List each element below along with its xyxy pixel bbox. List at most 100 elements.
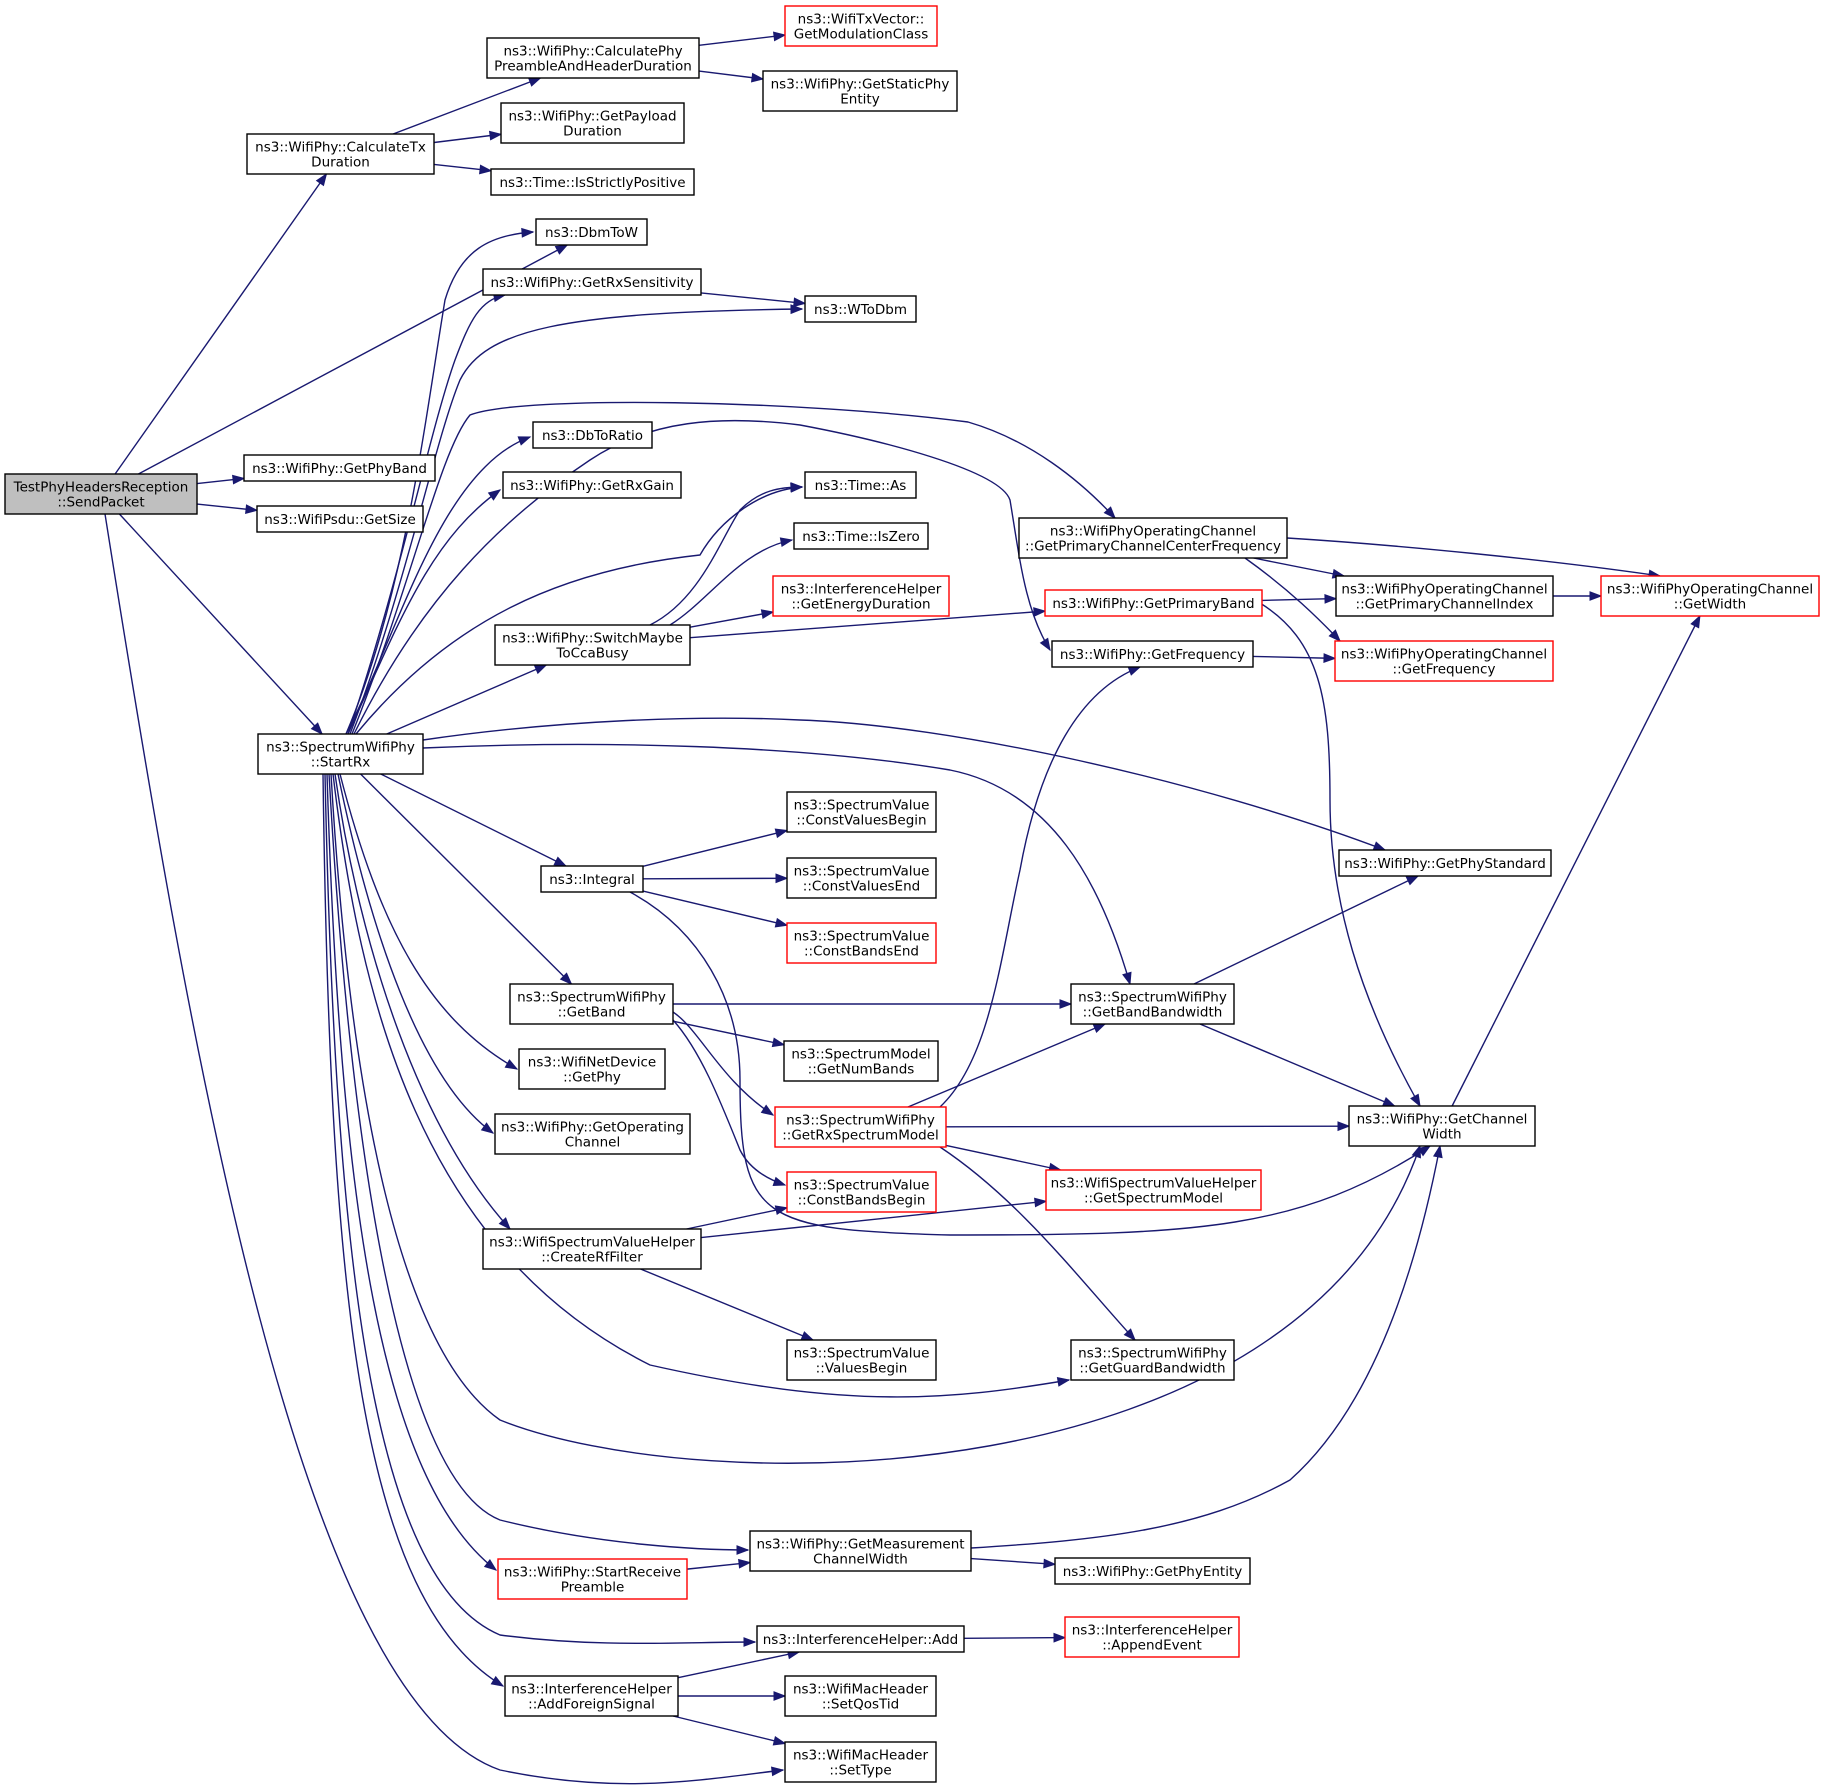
node-get-rx-sensitivity[interactable]: ns3::WifiPhy::GetRxSensitivity — [482, 268, 702, 296]
node-dbm-to-w[interactable]: ns3::DbmToW — [535, 218, 648, 246]
node-db-to-ratio[interactable]: ns3::DbToRatio — [532, 421, 653, 449]
node-add-foreign-signal[interactable]: ns3::InterferenceHelper::AddForeignSigna… — [504, 1675, 679, 1717]
node-label: ns3::WifiSpectrumValueHelper — [489, 1235, 695, 1251]
node-net-device-get-phy[interactable]: ns3::WifiNetDevice::GetPhy — [518, 1048, 666, 1090]
node-label: ns3::Time::IsStrictlyPositive — [499, 175, 685, 191]
node-time-is-zero[interactable]: ns3::Time::IsZero — [793, 522, 929, 550]
node-create-rf-filter[interactable]: ns3::WifiSpectrumValueHelper::CreateRfFi… — [482, 1228, 702, 1270]
node-interference-add[interactable]: ns3::InterferenceHelper::Add — [756, 1625, 965, 1653]
node-box — [786, 1339, 937, 1381]
node-const-bands-begin[interactable]: ns3::SpectrumValue::ConstBandsBegin — [786, 1171, 937, 1213]
edge-line — [672, 1011, 774, 1116]
edge-get_frequency-to-op_get_frequency — [1252, 653, 1337, 664]
edge-line — [347, 489, 501, 735]
node-label: ns3::InterferenceHelper — [511, 1682, 672, 1698]
node-get-guard-bandwidth[interactable]: ns3::SpectrumWifiPhy::GetGuardBandwidth — [1070, 1339, 1235, 1381]
node-box — [786, 857, 937, 899]
edge-get_rx_sensitivity-to-w_to_dbm — [700, 292, 807, 308]
node-get-primary-center-freq[interactable]: ns3::WifiPhyOperatingChannel::GetPrimary… — [1018, 517, 1288, 559]
arrowhead-icon — [1039, 637, 1051, 652]
arrowhead-icon — [521, 227, 535, 238]
node-box — [494, 1113, 691, 1155]
edge-get_band_bandwidth-to-get_phy_standard — [1193, 875, 1420, 985]
node-w-to-dbm[interactable]: ns3::WToDbm — [804, 295, 917, 323]
arrowhead-icon — [738, 1558, 752, 1569]
edge-start_rx-to-interference_add — [324, 773, 757, 1647]
node-get-rx-gain[interactable]: ns3::WifiPhy::GetRxGain — [502, 471, 682, 499]
node-label: ns3::WifiPhy::GetRxGain — [510, 478, 674, 494]
edge-switch_cca_busy-to-get_energy_duration — [689, 609, 775, 628]
arrowhead-icon — [1127, 666, 1142, 676]
edge-line — [700, 292, 806, 305]
node-psdu-get-size[interactable]: ns3::WifiPsdu::GetSize — [256, 505, 424, 533]
node-box — [482, 1228, 702, 1270]
node-box — [786, 1171, 937, 1213]
node-get-modulation-class[interactable]: ns3::WifiTxVector::GetModulationClass — [784, 5, 938, 47]
arrowhead-icon — [774, 917, 789, 928]
node-get-band[interactable]: ns3::SpectrumWifiPhy::GetBand — [509, 983, 674, 1025]
node-integral[interactable]: ns3::Integral — [540, 865, 644, 893]
edge-line — [349, 308, 803, 735]
node-values-begin[interactable]: ns3::SpectrumValue::ValuesBegin — [786, 1339, 937, 1381]
edge-line — [642, 890, 788, 926]
node-const-values-begin[interactable]: ns3::SpectrumValue::ConstValuesBegin — [786, 791, 937, 833]
arrowhead-icon — [770, 1766, 785, 1777]
node-get-phy-standard[interactable]: ns3::WifiPhy::GetPhyStandard — [1338, 849, 1552, 877]
node-get-energy-duration[interactable]: ns3::InterferenceHelper::GetEnergyDurati… — [772, 575, 950, 617]
edge-get_band-to-get_num_bands — [672, 1020, 786, 1048]
node-get-primary-channel-index[interactable]: ns3::WifiPhyOperatingChannel::GetPrimary… — [1335, 575, 1554, 617]
node-get-spectrum-model[interactable]: ns3::WifiSpectrumValueHelper::GetSpectru… — [1045, 1169, 1262, 1211]
node-box — [494, 624, 691, 666]
node-label: ::GetGuardBandwidth — [1079, 1361, 1225, 1377]
node-get-band-bandwidth[interactable]: ns3::SpectrumWifiPhy::GetBandBandwidth — [1070, 983, 1235, 1025]
node-get-num-bands[interactable]: ns3::SpectrumModel::GetNumBands — [783, 1040, 939, 1082]
node-const-values-end[interactable]: ns3::SpectrumValue::ConstValuesEnd — [786, 857, 937, 899]
edge-get_primary_band-to-get_primary_channel_index — [1261, 593, 1338, 604]
node-get-phy-band[interactable]: ns3::WifiPhy::GetPhyBand — [243, 454, 436, 482]
node-time-as[interactable]: ns3::Time::As — [804, 471, 917, 499]
node-const-bands-end[interactable]: ns3::SpectrumValue::ConstBandsEnd — [786, 922, 937, 964]
node-op-get-width[interactable]: ns3::WifiPhyOperatingChannel::GetWidth — [1600, 575, 1820, 617]
arrowhead-icon — [1690, 614, 1701, 629]
node-label: ns3::WifiPhy::GetFrequency — [1060, 647, 1245, 663]
arrowhead-icon — [1405, 875, 1420, 886]
node-is-strictly-positive[interactable]: ns3::Time::IsStrictlyPositive — [490, 168, 695, 196]
node-get-frequency[interactable]: ns3::WifiPhy::GetFrequency — [1051, 640, 1254, 668]
node-label: ::GetWidth — [1674, 597, 1746, 613]
node-box — [257, 733, 424, 775]
node-box — [1045, 1169, 1262, 1211]
node-send-packet[interactable]: TestPhyHeadersReception::SendPacket — [4, 473, 198, 515]
node-box — [1054, 1557, 1251, 1585]
node-box — [1600, 575, 1820, 617]
edge-line — [640, 1268, 814, 1341]
node-label: TestPhyHeadersReception — [13, 480, 189, 496]
node-get-phy-entity[interactable]: ns3::WifiPhy::GetPhyEntity — [1054, 1557, 1251, 1585]
node-get-rx-spectrum-model[interactable]: ns3::SpectrumWifiPhy::GetRxSpectrumModel — [774, 1106, 947, 1148]
arrowhead-icon — [743, 1637, 757, 1647]
node-box — [4, 473, 198, 515]
node-op-get-frequency[interactable]: ns3::WifiPhyOperatingChannel::GetFrequen… — [1334, 640, 1554, 682]
node-box — [482, 268, 702, 296]
node-box — [786, 922, 937, 964]
arrowhead-icon — [1432, 1144, 1443, 1159]
node-get-primary-band[interactable]: ns3::WifiPhy::GetPrimaryBand — [1044, 589, 1263, 617]
edge-line — [386, 664, 547, 735]
edge-line — [339, 773, 518, 1070]
edge-get_measurement_width-to-get_phy_entity — [970, 1557, 1057, 1569]
edge-add_foreign_signal-to-set_qos_tid — [678, 1691, 787, 1701]
node-calc-preamble[interactable]: ns3::WifiPhy::CalculatePhyPreambleAndHea… — [486, 37, 700, 79]
node-set-qos-tid[interactable]: ns3::WifiMacHeader::SetQosTid — [784, 1675, 937, 1717]
arrowhead-icon — [517, 436, 532, 446]
node-start-rx[interactable]: ns3::SpectrumWifiPhy::StartRx — [257, 733, 424, 775]
node-set-type[interactable]: ns3::WifiMacHeader::SetType — [784, 1741, 937, 1783]
node-append-event[interactable]: ns3::InterferenceHelper::AppendEvent — [1064, 1616, 1240, 1658]
edge-start_rx-to-get_band — [360, 773, 573, 985]
